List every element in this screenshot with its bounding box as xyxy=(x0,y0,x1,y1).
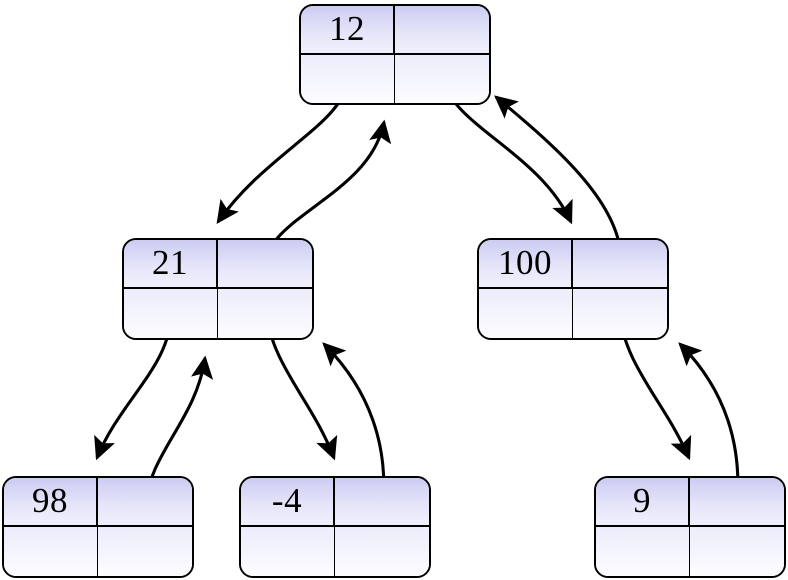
tree-node-100[interactable]: 100 xyxy=(477,238,669,340)
node-100-left-pointer-cell[interactable] xyxy=(479,289,573,338)
node-9-key-row: 9 xyxy=(596,478,784,527)
node-100-key-row: 100 xyxy=(479,240,667,289)
node-minus4-right-pointer-cell[interactable] xyxy=(335,527,429,576)
node-21-left-pointer-cell[interactable] xyxy=(124,289,218,338)
node-12-key-row: 12 xyxy=(301,6,489,55)
node-100-key-label: 100 xyxy=(498,243,552,282)
node-minus4-left-pointer-cell[interactable] xyxy=(241,527,335,576)
node-21-top-right-cell xyxy=(218,240,312,287)
node-21-pointer-row xyxy=(124,289,312,338)
node-12-key-label: 12 xyxy=(329,8,365,48)
node-98-key-row: 98 xyxy=(4,478,192,527)
tree-node-98[interactable]: 98 xyxy=(2,476,194,578)
node-minus4-key-label: -4 xyxy=(271,481,303,520)
node-21-key-cell: 21 xyxy=(124,240,218,287)
tree-node-minus4[interactable]: -4 xyxy=(239,476,431,578)
node-9-left-pointer-cell[interactable] xyxy=(596,527,690,576)
node-100-right-pointer-cell[interactable] xyxy=(573,289,667,338)
tree-node-9[interactable]: 9 xyxy=(594,476,786,578)
node-minus4-key-cell: -4 xyxy=(241,478,335,525)
node-100-key-cell: 100 xyxy=(479,240,573,287)
node-9-pointer-row xyxy=(596,527,784,576)
node-98-key-cell: 98 xyxy=(4,478,98,525)
node-21-right-pointer-cell[interactable] xyxy=(218,289,312,338)
node-12-top-right-cell xyxy=(395,6,489,53)
node-98-key-label: 98 xyxy=(32,481,68,520)
node-12-key-cell: 12 xyxy=(301,6,395,53)
node-minus4-top-right-cell xyxy=(335,478,429,525)
tree-node-12[interactable]: 12 xyxy=(299,4,491,105)
node-9-key-label: 9 xyxy=(633,481,651,520)
node-9-right-pointer-cell[interactable] xyxy=(690,527,784,576)
node-minus4-pointer-row xyxy=(241,527,429,576)
tree-node-21[interactable]: 21 xyxy=(122,238,314,340)
node-12-pointer-row xyxy=(301,54,489,104)
node-98-pointer-row xyxy=(4,527,192,576)
node-minus4-key-row: -4 xyxy=(241,478,429,527)
node-9-key-cell: 9 xyxy=(596,478,690,525)
node-100-pointer-row xyxy=(479,289,667,338)
node-21-key-row: 21 xyxy=(124,240,312,289)
node-100-top-right-cell xyxy=(573,240,667,287)
node-21-key-label: 21 xyxy=(152,243,188,282)
node-12-left-pointer-cell[interactable] xyxy=(301,54,395,103)
node-98-top-right-cell xyxy=(98,478,192,525)
node-12-right-pointer-cell[interactable] xyxy=(395,55,489,104)
node-9-top-right-cell xyxy=(690,478,784,525)
node-98-left-pointer-cell[interactable] xyxy=(4,527,98,576)
node-98-right-pointer-cell[interactable] xyxy=(98,527,192,576)
